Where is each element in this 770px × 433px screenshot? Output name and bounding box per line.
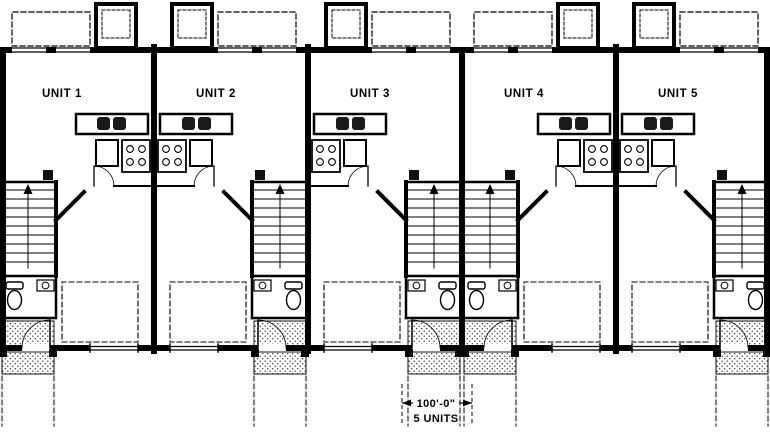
right-arrow-icon	[463, 399, 472, 407]
unit-3-label: UNIT 3	[350, 88, 390, 100]
unit-1-label: UNIT 1	[42, 88, 82, 100]
left-arrow-icon	[402, 399, 411, 407]
dimension-annotation: 100'-0" 5 UNITS	[401, 384, 473, 426]
dimension-length: 100'-0"	[417, 398, 456, 410]
unit-2-label: UNIT 2	[196, 88, 236, 100]
unit-5-label: UNIT 5	[658, 88, 698, 100]
unit-4-label: UNIT 4	[504, 88, 544, 100]
dimension-units-note: 5 UNITS	[414, 413, 459, 425]
